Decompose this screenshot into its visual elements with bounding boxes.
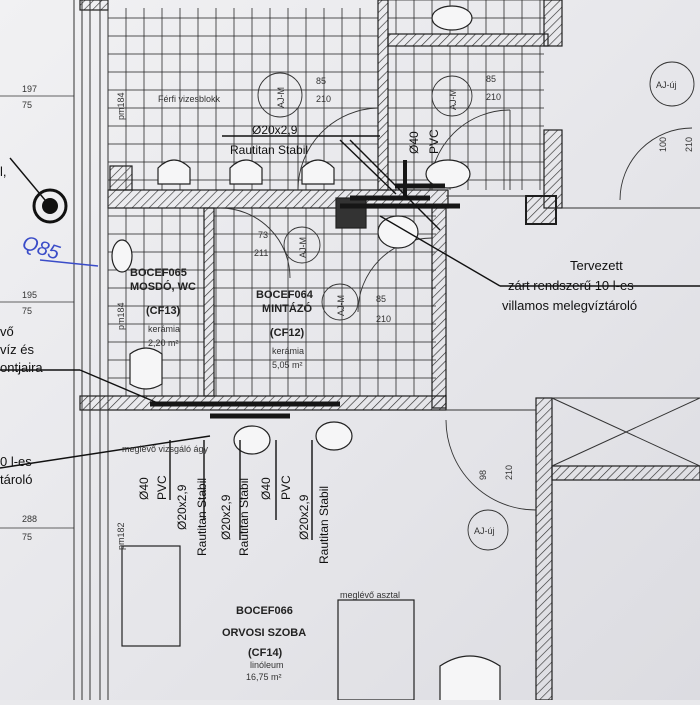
- note-bed: meglévő vizsgáló ágy: [122, 444, 209, 454]
- washbasin-mintazo: [377, 215, 419, 249]
- left-frag-d: ontjaira: [0, 360, 43, 375]
- door-tag-4-w: 85: [376, 294, 386, 304]
- toilet-cf13: [129, 347, 163, 390]
- door-tag-6-w: 98: [478, 470, 488, 480]
- door-tag-2-w: 85: [486, 74, 496, 84]
- left-frag-e: 0 l-es: [0, 454, 32, 469]
- pipe-b4-l1: Ø40: [259, 477, 273, 500]
- door-tag-5-h: 210: [684, 137, 694, 152]
- pipe-top-drain-size: Ø40: [407, 131, 421, 154]
- level-197: 197: [22, 84, 37, 94]
- washbasin-m: [425, 159, 471, 189]
- pipe-top-drain-mat: PVC: [427, 129, 441, 154]
- room-cf12-cf: (CF12): [270, 327, 305, 339]
- room-cf14-area: 16,75 m²: [246, 672, 282, 682]
- boiler: [335, 197, 367, 229]
- door-tag-2: AJ-M: [448, 89, 458, 110]
- washbasin-cf13: [111, 239, 133, 273]
- urinal-2: [229, 159, 263, 185]
- level-75b: 75: [22, 306, 32, 316]
- pipe-b4-l2: PVC: [279, 475, 293, 500]
- room-cf13-cf: (CF13): [146, 305, 181, 317]
- pipe-top-system: Rautitan Stabil: [230, 143, 308, 157]
- room-cf13-code: BOCEF065: [130, 267, 187, 279]
- room-cf12-area: 5,05 m²: [272, 360, 303, 370]
- door-tag-3: AJ-M: [298, 237, 308, 258]
- left-frag-a: l,: [0, 164, 7, 179]
- callout-line1: Tervezett: [570, 258, 623, 273]
- room-cf12-code: BOCEF064: [256, 289, 314, 301]
- level-75a: 75: [22, 100, 32, 110]
- door-tag-3-h: 211: [254, 248, 268, 258]
- urinal-1: [157, 159, 191, 185]
- door-tag-2-h: 210: [486, 92, 501, 102]
- fixtures: [111, 5, 501, 701]
- grid-lines: [107, 195, 700, 700]
- left-chase: [73, 0, 109, 700]
- left-frag-c: víz és: [0, 342, 34, 357]
- room-cf13-area: 2,20 m²: [148, 338, 179, 348]
- left-frag-b: vő: [0, 324, 14, 339]
- pipe-b2-l2: Rautitan Stabil: [195, 478, 209, 556]
- pipe-b5-l2: Rautitan Stabil: [317, 486, 331, 564]
- door-tags: [257, 61, 695, 551]
- door-tag-1: AJ-M: [276, 87, 286, 108]
- door-tag-4: AJ-M: [336, 295, 346, 316]
- washbasin-cf14: [233, 425, 271, 455]
- pipe-b3-l1: Ø20x2,9: [219, 494, 233, 540]
- pipe-b1-l2: PVC: [155, 475, 169, 500]
- level-288: 288: [22, 514, 37, 524]
- pm-label-2: pm184: [116, 302, 126, 330]
- room-cf14-cf: (CF14): [248, 647, 283, 659]
- pm-label-1: pm184: [116, 92, 126, 120]
- pipe-b5-l1: Ø20x2,9: [297, 494, 311, 540]
- room-cf13-name: MOSDÓ, WC: [130, 280, 196, 293]
- door-tag-4-h: 210: [376, 314, 391, 324]
- pipe-runs: [150, 160, 460, 419]
- room-cf14-name: ORVOSI SZOBA: [222, 627, 306, 639]
- riser-symbol: [9, 157, 68, 224]
- door-tag-5-w: 100: [658, 137, 668, 152]
- callout-line3: villamos melegvíztároló: [502, 298, 637, 313]
- door-tag-6: AJ-új: [474, 526, 495, 536]
- room-cf12-name: MINTÁZÓ: [262, 302, 313, 315]
- room-ferfi: Férfi vizesblokk: [158, 94, 221, 104]
- level-75c: 75: [22, 532, 32, 542]
- exam-bed: [121, 545, 181, 647]
- washbasin-cf14b: [315, 421, 353, 451]
- room-cf13-material: kerámia: [148, 324, 180, 334]
- door-tag-3-w: 73: [258, 230, 268, 240]
- door-tag-5: AJ-új: [656, 80, 677, 90]
- pipe-b1-l1: Ø40: [137, 477, 151, 500]
- chair: [439, 655, 501, 700]
- pipe-b2-l1: Ø20x2,9: [175, 484, 189, 530]
- door-tag-1-h: 210: [316, 94, 331, 104]
- urinal-3: [301, 159, 335, 185]
- level-markers: [0, 95, 74, 529]
- level-195: 195: [22, 290, 37, 300]
- pm-label-3: pm182: [116, 522, 126, 550]
- table: [337, 599, 415, 701]
- note-table: meglévő asztal: [340, 590, 400, 600]
- leader-lines: [0, 135, 700, 540]
- walls: [79, 0, 700, 701]
- left-frag-f: tároló: [0, 472, 33, 487]
- room-cf14-code: BOCEF066: [236, 605, 293, 617]
- room-cf12-material: kerámia: [272, 346, 304, 356]
- pipe-b3-l2: Rautitan Stabil: [237, 478, 251, 556]
- door-tag-6-h: 210: [504, 465, 514, 480]
- pipe-top-size: Ø20x2,9: [252, 123, 298, 137]
- washbasin-top: [431, 5, 473, 31]
- room-cf14-material: linóleum: [250, 660, 284, 670]
- callout-line2: zárt rendszerű 10 l-es: [508, 278, 634, 293]
- door-tag-1-w: 85: [316, 76, 326, 86]
